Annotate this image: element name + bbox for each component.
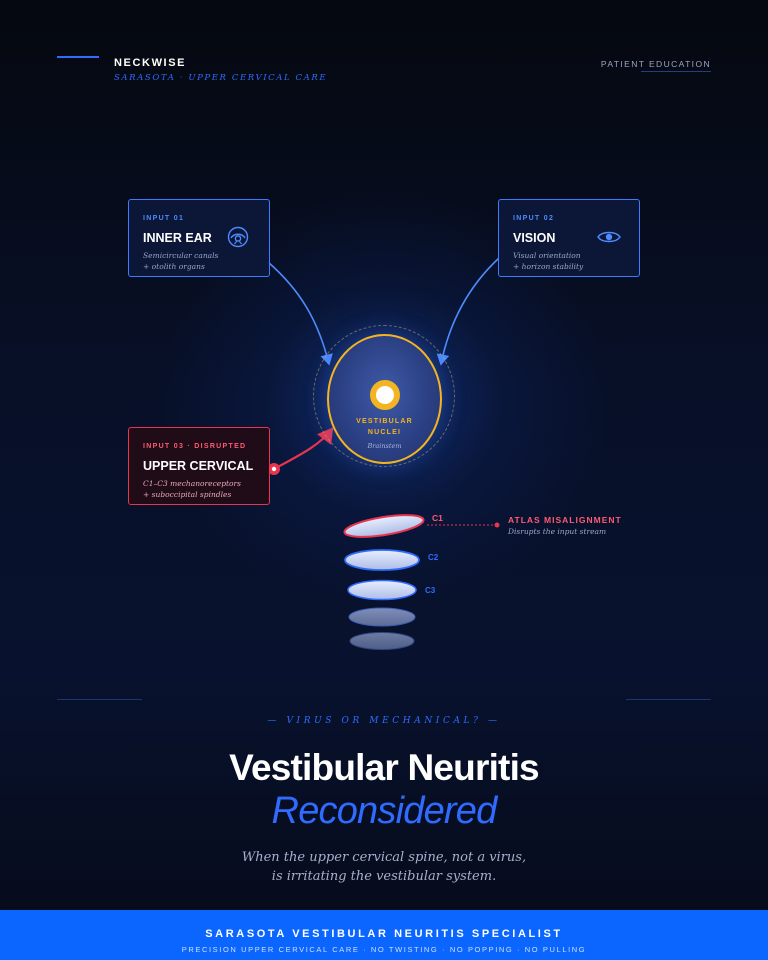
misalignment-subtitle: Disrupts the input stream <box>508 527 607 536</box>
card-tag: INPUT 01 <box>143 215 185 222</box>
divider-left <box>57 699 142 700</box>
vertebra-c3 <box>347 579 417 601</box>
section-label[interactable]: PATIENT EDUCATION <box>600 59 711 69</box>
card-desc: C1–C3 mechanoreceptors <box>143 479 241 488</box>
card-desc: Visual orientation <box>513 251 581 260</box>
vertebra-label-c2: C2 <box>428 553 439 562</box>
vertebra-c5 <box>349 632 415 650</box>
footer-banner[interactable] <box>0 910 768 960</box>
brand-accent-bar <box>57 56 99 58</box>
hero-lede: When the upper cervical spine, not a vir… <box>241 850 527 865</box>
vertebra-c4 <box>348 607 416 627</box>
divider-right <box>626 699 711 700</box>
section-underline <box>641 71 711 72</box>
hero-lede: is irritating the vestibular system. <box>271 869 497 884</box>
vertebra-label-c1: C1 <box>432 513 443 523</box>
vestibular-nuclei-node[interactable]: VESTIBULAR NUCLEI Brainstem <box>327 334 442 464</box>
vertebra-c1 <box>343 514 425 538</box>
card-desc: + horizon stability <box>513 262 584 271</box>
footer-subtitle: PRECISION UPPER CERVICAL CARE · NO TWIST… <box>181 945 587 954</box>
nucleus-label: VESTIBULAR <box>356 418 413 425</box>
card-tag: INPUT 02 <box>513 215 555 222</box>
card-desc: Semicircular canals <box>143 251 219 260</box>
connector-inner-ear <box>267 261 333 366</box>
ear-icon <box>227 226 249 253</box>
nucleus-halo <box>313 325 455 467</box>
card-desc: + otolith organs <box>143 262 205 271</box>
connector-upper-cervical <box>273 427 334 470</box>
page-title: Vestibular Neuritis <box>229 747 540 788</box>
hero-kicker: — VIRUS OR MECHANICAL? — <box>267 716 501 726</box>
card-upper-cervical[interactable]: INPUT 03 · DISRUPTED UPPER CERVICAL C1–C… <box>128 427 270 505</box>
card-inner-ear[interactable]: INPUT 01 INNER EAR Semicircular canals +… <box>128 199 270 277</box>
nucleus-label: NUCLEI <box>367 429 402 436</box>
brand-name[interactable]: NECKWISE <box>114 57 187 69</box>
footer-title: SARASOTA VESTIBULAR NEURITIS SPECIALIST <box>205 928 563 940</box>
page-title-accent: Reconsidered <box>271 790 498 832</box>
card-title: UPPER CERVICAL <box>143 459 254 473</box>
vertebra-label-c3: C3 <box>425 586 436 595</box>
misalignment-title: ATLAS MISALIGNMENT <box>508 515 622 525</box>
card-vision[interactable]: INPUT 02 VISION Visual orientation + hor… <box>498 199 640 277</box>
vertebra-c2 <box>344 549 420 571</box>
nucleus-sublabel: Brainstem <box>367 442 402 450</box>
brand-tagline: SARASOTA · UPPER CERVICAL CARE <box>114 73 328 83</box>
connector-vision <box>436 257 500 366</box>
card-desc: + suboccipital spindles <box>143 490 232 499</box>
card-tag: INPUT 03 · DISRUPTED <box>143 443 247 450</box>
nucleus-core-icon <box>370 380 400 410</box>
eye-icon <box>597 230 621 249</box>
card-title: VISION <box>513 231 556 245</box>
card-title: INNER EAR <box>143 231 212 245</box>
